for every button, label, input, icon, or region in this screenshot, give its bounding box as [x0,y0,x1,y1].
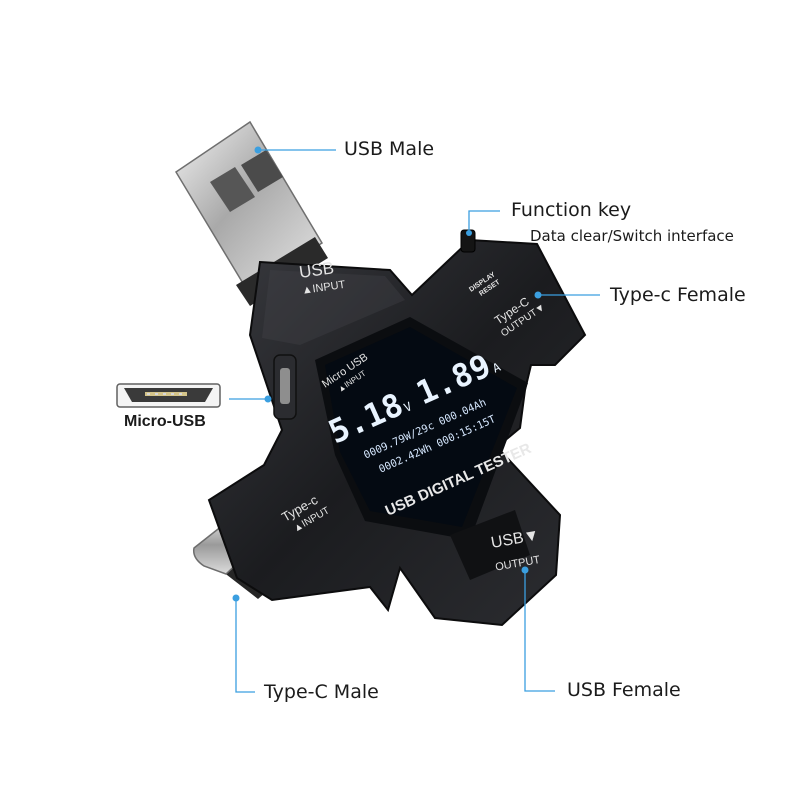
tester-body [207,229,587,627]
callout-type-c-male: Type-C Male [264,681,379,703]
leader-type-c-male [235,598,255,693]
callout-leaders [229,149,600,693]
leader-usb-female [524,570,555,692]
marker-micro-usb [264,395,272,403]
marker-type-c-female [534,291,542,299]
function-key-button[interactable] [460,229,476,253]
marker-function-key [466,230,472,236]
callout-function-key-sub: Data clear/Switch interface [530,227,734,245]
usb-input-label-top: USB [298,258,335,282]
callout-function-key: Function key [511,199,632,221]
marker-usb-female [521,566,529,574]
callout-type-c-female: Type-c Female [610,284,746,306]
marker-usb-male [254,146,262,154]
callout-usb-male: USB Male [344,138,435,160]
micro-usb-port-illustration [116,383,221,408]
callout-usb-female: USB Female [567,679,681,701]
leader-function-key [468,210,500,233]
lcd-screen [325,327,517,527]
marker-type-c-male [232,594,240,602]
callout-markers [232,146,542,602]
callout-micro-usb: Micro-USB [124,413,206,430]
